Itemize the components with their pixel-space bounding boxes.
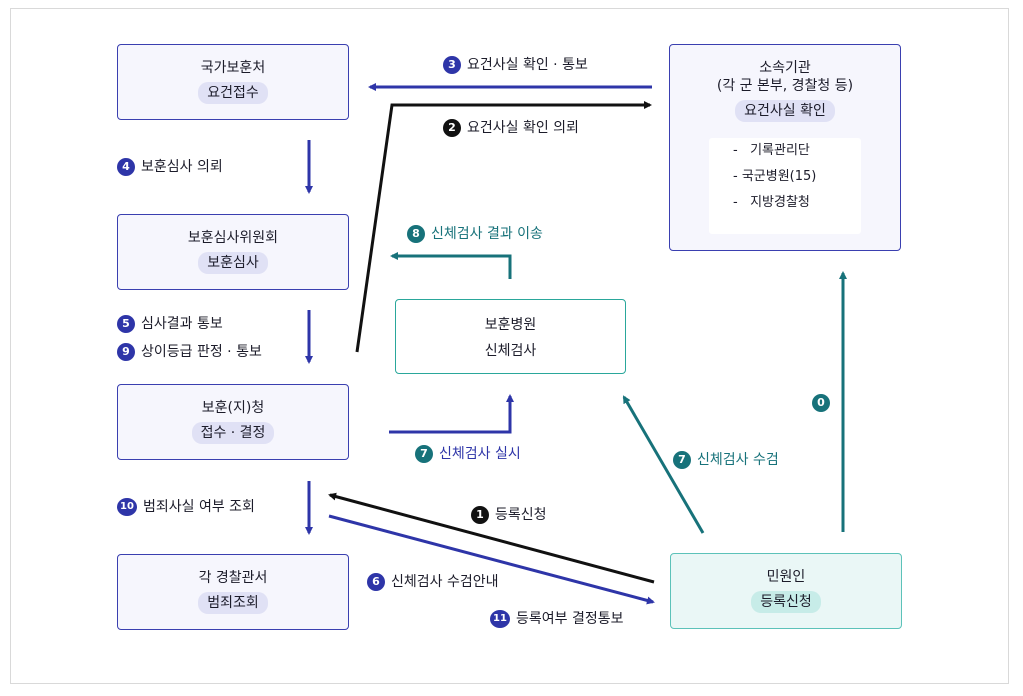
label-text: 등록신청 [495,507,547,523]
arrow-1 [328,492,655,584]
box-subtitle: (각 군 본부, 경찰청 등) [716,78,854,94]
label-step-7a: 7 신체검사 실시 [415,445,521,463]
agency-list-item: - 지방경찰청 [733,195,810,210]
label-text: 심사결과 통보 [141,316,223,332]
label-text: 신체검사 수검 [697,452,779,468]
box-review-committee: 보훈심사위원회 보훈심사 [117,214,349,290]
box-title: 민원인 [766,569,806,585]
box-pill: 등록신청 [751,591,821,613]
box-applicant: 민원인 등록신청 [670,553,902,629]
box-regional-office: 보훈(지)청 접수 · 결정 [117,384,349,460]
step-number-badge: 1 [471,506,489,524]
label-text: 신체검사 실시 [439,446,521,462]
box-police: 각 경찰관서 범죄조회 [117,554,349,630]
box-national-veterans-office: 국가보훈처 요건접수 [117,44,349,120]
agency-list: - 기록관리단 - 국군병원(15) - 지방경찰청 [709,138,861,234]
label-step-5: 5 심사결과 통보 [117,315,223,333]
step-number-badge: 11 [490,610,510,628]
box-veterans-hospital: 보훈병원 신체검사 [395,299,626,374]
box-title: 보훈심사위원회 [187,230,279,246]
box-pill: 요건사실 확인 [735,100,835,122]
label-text: 보훈심사 의뢰 [141,159,223,175]
box-title: 소속기관 [759,60,811,76]
step-number-badge: 6 [367,573,385,591]
label-text: 상이등급 판정 · 통보 [141,344,262,360]
arrow-6 [328,514,655,605]
label-step-9: 9 상이등급 판정 · 통보 [117,343,262,361]
label-step-2: 2 요건사실 확인 의뢰 [443,119,579,137]
arrow-2 [355,101,652,353]
label-step-1: 1 등록신청 [471,506,547,524]
arrow-7b [622,395,705,534]
label-step-7b: 7 신체검사 수검 [673,451,779,469]
label-text: 신체검사 수검안내 [391,574,499,590]
step-number-badge: 7 [673,451,691,469]
label-step-4: 4 보훈심사 의뢰 [117,158,223,176]
label-step-3: 3 요건사실 확인 · 통보 [443,56,588,74]
box-pill: 범죄조회 [198,592,268,614]
label-text: 신체검사 결과 이송 [431,226,543,242]
box-title: 각 경찰관서 [198,570,268,586]
step-number-badge: 3 [443,56,461,74]
label-text: 요건사실 확인 의뢰 [467,120,579,136]
label-step-11: 11 등록여부 결정통보 [490,610,624,628]
box-title: 보훈병원 [484,317,537,333]
box-title: 국가보훈처 [200,60,266,76]
label-step-8: 8 신체검사 결과 이송 [407,225,543,243]
label-text: 등록여부 결정통보 [516,611,624,627]
step-number-badge: 9 [117,343,135,361]
label-step-10: 10 범죄사실 여부 조회 [117,498,255,516]
label-step-0: 0 [812,394,836,412]
diagram-frame [10,8,1009,684]
label-text: 범죄사실 여부 조회 [143,499,255,515]
box-pill: 요건접수 [198,82,268,104]
arrow-7a [389,394,514,434]
agency-list-item: - 국군병원(15) [733,169,817,184]
step-number-badge: 7 [415,445,433,463]
box-affiliated-agency: 소속기관 (각 군 본부, 경찰청 등) 요건사실 확인 - 기록관리단 - 국… [669,44,901,251]
arrow-8 [390,252,512,279]
box-subtitle: 신체검사 [484,343,537,359]
step-number-badge: 2 [443,119,461,137]
step-number-badge: 8 [407,225,425,243]
agency-list-item: - 기록관리단 [733,143,810,158]
step-number-badge: 5 [117,315,135,333]
box-pill: 접수 · 결정 [191,422,275,444]
label-text: 요건사실 확인 · 통보 [467,57,588,73]
step-number-badge: 0 [812,394,830,412]
label-step-6: 6 신체검사 수검안내 [367,573,499,591]
step-number-badge: 4 [117,158,135,176]
box-title: 보훈(지)청 [201,400,265,416]
box-pill: 보훈심사 [198,252,268,274]
step-number-badge: 10 [117,498,137,516]
